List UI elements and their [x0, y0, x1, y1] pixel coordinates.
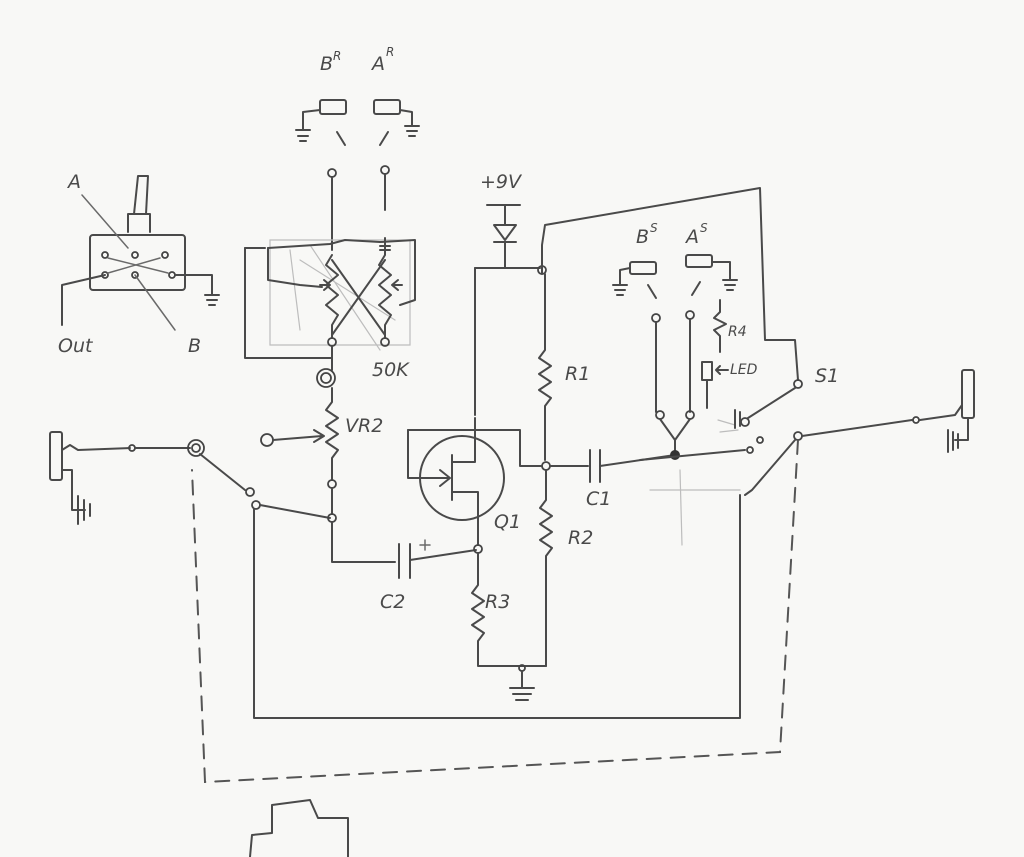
label-vr2: VR2 — [345, 415, 383, 437]
label-c2: C2 — [380, 591, 405, 613]
bypass-footswitch — [187, 439, 741, 719]
label-b-s: B — [636, 226, 649, 248]
label-s1: S1 — [815, 365, 839, 387]
label-c1: C1 — [586, 488, 611, 510]
resistor-r4 — [713, 299, 727, 353]
label-a-s-sup: S — [700, 221, 708, 235]
label-b-r: B — [320, 53, 333, 75]
partial-component-bottom — [249, 799, 349, 857]
label-switch-a: A — [66, 171, 81, 193]
ground-symbol-main — [509, 664, 535, 701]
capacitor-c1 — [549, 449, 676, 483]
label-b-s-sup: S — [650, 221, 658, 235]
output-jack — [801, 369, 975, 453]
label-out: Out — [58, 335, 94, 357]
label-led: LED — [730, 362, 758, 378]
preset-jacks-r — [295, 99, 420, 251]
label-plus-9v: +9V — [480, 171, 523, 193]
label-r1: R1 — [565, 363, 590, 385]
toggle-switch — [61, 175, 220, 331]
label-r4: R4 — [728, 324, 747, 340]
label-a-r-sup: R — [386, 45, 394, 59]
label-a-s: A — [684, 226, 699, 248]
preset-jacks-s — [612, 254, 746, 546]
power-input — [486, 204, 521, 269]
label-switch-b: B — [188, 335, 201, 357]
label-r3: R3 — [485, 591, 510, 613]
capacitor-c2 — [398, 539, 477, 579]
vr2-potentiometer — [260, 387, 396, 563]
resistor-r1 — [538, 273, 552, 461]
label-a-r: A — [370, 53, 385, 75]
switch-s1 — [717, 379, 803, 496]
dual-pot-50k — [244, 237, 416, 388]
led-indicator — [701, 361, 729, 409]
supply-rail — [474, 187, 799, 416]
resistor-r2 — [539, 469, 553, 667]
label-q1: Q1 — [494, 511, 521, 533]
label-b-r-sup: R — [333, 49, 341, 63]
input-jack — [49, 431, 191, 525]
transistor-q1 — [407, 417, 543, 546]
resistor-r3 — [471, 552, 547, 667]
label-pot-value: 50K — [372, 359, 410, 381]
label-r2: R2 — [568, 527, 593, 549]
enclosure-outline — [191, 439, 799, 784]
